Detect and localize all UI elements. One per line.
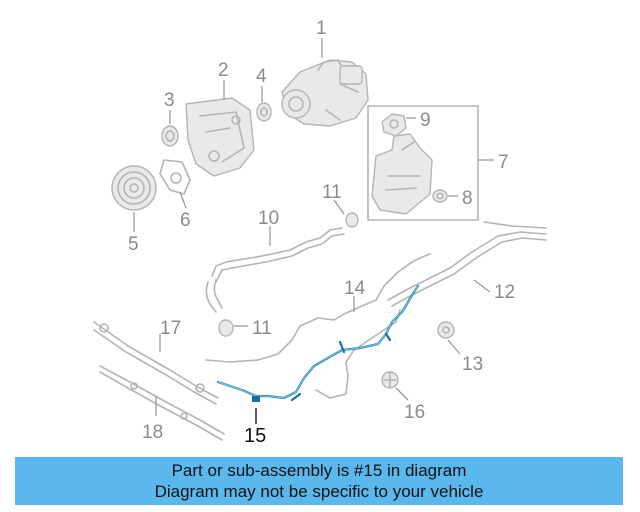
parts-diagram: 1 2 3 4 5 6 7 8 9 10 11 11 12 13 14 15 1…: [93, 18, 547, 447]
callout-18: 18: [142, 422, 163, 443]
tube-assembly: [99, 365, 225, 441]
rack-tube: [93, 321, 219, 405]
callout-17: 17: [160, 318, 181, 339]
banner-line-2: Diagram may not be specific to your vehi…: [154, 482, 484, 501]
info-banner: Part or sub-assembly is #15 in diagram D…: [15, 457, 623, 505]
callout-7: 7: [498, 152, 509, 173]
callout-1: 1: [316, 18, 327, 39]
damper: [437, 321, 455, 339]
callout-3: 3: [164, 90, 175, 111]
callout-10: 10: [258, 208, 279, 229]
clamp: [432, 189, 448, 203]
callout-14: 14: [344, 278, 366, 299]
callout-13: 13: [462, 354, 483, 375]
callout-6: 6: [180, 210, 191, 231]
mount: [381, 371, 399, 389]
spacer: [256, 102, 272, 122]
callout-4: 4: [256, 66, 267, 87]
callout-12: 12: [494, 282, 515, 303]
callout-15: 15: [244, 425, 266, 447]
reservoir: [367, 105, 479, 221]
highlighted-pressure-line: [216, 284, 420, 402]
gasket: [159, 159, 191, 195]
cooler-line: [387, 221, 547, 307]
power-steering-pump: [281, 59, 369, 127]
callout-8: 8: [462, 188, 473, 209]
grommet-lower: [218, 319, 234, 337]
pump-bracket: [185, 97, 255, 177]
pulley: [111, 165, 157, 211]
reservoir-cap: [381, 113, 407, 137]
callout-11-upper: 11: [322, 182, 342, 203]
callout-9: 9: [420, 110, 431, 131]
banner-line-1: Part or sub-assembly is #15 in diagram: [171, 461, 467, 480]
callout-16: 16: [404, 402, 425, 423]
callout-2: 2: [218, 60, 229, 81]
return-hose: [205, 227, 345, 313]
grommet-upper: [345, 212, 359, 228]
callout-5: 5: [128, 234, 139, 255]
bushing: [161, 125, 179, 147]
callout-11-lower: 11: [252, 318, 272, 339]
